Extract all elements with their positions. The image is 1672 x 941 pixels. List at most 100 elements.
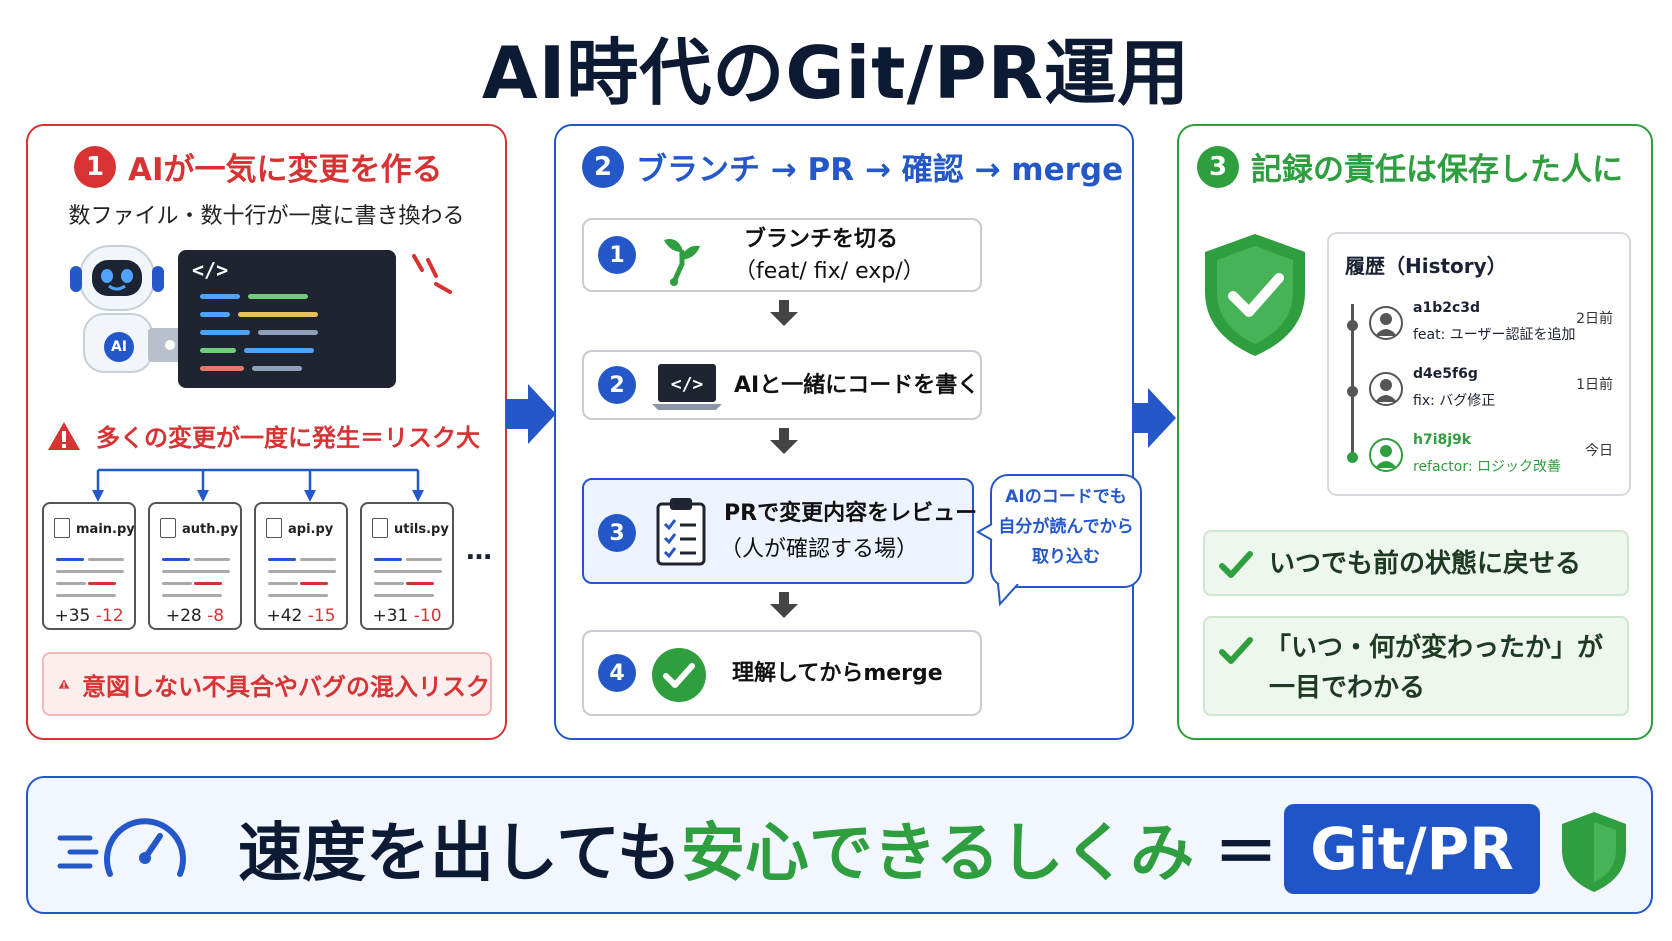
bubble-line: 自分が読んでから: [998, 517, 1134, 537]
avatar: [1369, 372, 1403, 406]
file-icon: [372, 518, 388, 538]
panel1-heading: 1 AIが一気に変更を作る: [74, 144, 443, 189]
benefit-text: 「いつ・何が変わったか」が: [1265, 633, 1604, 663]
branch-icon: [664, 239, 700, 286]
risk-warning-text: 多くの変更が一度に発生＝リスク大: [96, 424, 480, 452]
file-name: api.py: [288, 522, 334, 537]
commit-message: refactor: ロジック改善: [1413, 459, 1561, 475]
file-name: utils.py: [394, 522, 449, 537]
warning-icon: [58, 679, 70, 689]
bug-risk-box: 意図しない不具合やバグの混入リスク: [42, 652, 492, 716]
additions: +28: [165, 606, 202, 626]
panel2-heading: 2 ブランチ → PR → 確認 → merge: [582, 144, 1123, 189]
commit-message: feat: ユーザー認証を追加: [1413, 327, 1576, 343]
step-create-branch: 1 ブランチを切る （feat/ fix/ exp/）: [582, 218, 982, 292]
file-connector: [92, 468, 424, 502]
panel1-number: 1: [74, 145, 116, 188]
code-tag: </>: [192, 258, 229, 282]
step-number: 2: [598, 366, 636, 404]
step-title: AIと一緒にコードを書く: [734, 373, 980, 398]
checklist-icon: [656, 498, 706, 566]
bubble-tail: [976, 523, 993, 541]
deletions: -12: [95, 606, 124, 626]
warning-icon: [48, 421, 80, 450]
benefit-text: いつでも前の状態に戻せる: [1269, 549, 1582, 579]
history-card: 履歴（History） a1b2c3d feat: ユーザー認証を追加 2日前 …: [1327, 232, 1631, 496]
step-subtitle: （人が確認する場）: [720, 537, 919, 562]
file-card: api.py +42 -15: [254, 502, 348, 630]
panel-branch-flow: 2 ブランチ → PR → 確認 → merge 1 ブランチを切る （feat…: [554, 124, 1142, 740]
step-pr-review: 3 PRで変更内容をレビュー （人が確認する場）: [582, 478, 978, 584]
panel3-heading: 3 記録の責任は保存した人に: [1197, 144, 1623, 189]
summary-part1: 速度を出しても: [238, 817, 681, 891]
review-note-bubble: AIのコードでも 自分が読んでから 取り込む: [990, 474, 1142, 588]
summary-text: 速度を出しても安心できるしくみ: [238, 802, 1194, 894]
bubble-line: AIのコードでも: [1005, 487, 1127, 507]
panel-ai-changes: 1 AIが一気に変更を作る 数ファイル・数十行が一度に書き換わる AI </>: [26, 124, 507, 740]
step-number: 1: [598, 236, 636, 274]
commit-message: fix: バグ修正: [1413, 393, 1496, 409]
down-arrow: [770, 300, 798, 326]
commit-time: 2日前: [1576, 311, 1613, 327]
bug-risk-text: 意図しない不具合やバグの混入リスク: [82, 672, 490, 701]
file-icon: [160, 518, 176, 538]
history-title: 履歴（History）: [1345, 254, 1507, 278]
benefit-text: 一目でわかる: [1269, 673, 1426, 703]
step-title: PRで変更内容をレビュー: [724, 501, 978, 526]
avatar: [1369, 438, 1403, 472]
page-title: AI時代のGit/PR運用: [481, 31, 1191, 115]
svg-text:</>: </>: [671, 374, 704, 395]
additions: +31: [372, 606, 409, 626]
git-pr-badge: Git/PR: [1284, 804, 1540, 894]
down-arrow: [770, 428, 798, 454]
panel1-heading-text: AIが一気に変更を作る: [128, 152, 443, 188]
flow-arrow-2: [1132, 388, 1176, 448]
file-card: utils.py +31 -10: [360, 502, 454, 630]
panel3-number: 3: [1197, 145, 1239, 188]
file-card: main.py +35 -12: [42, 502, 136, 630]
summary-part2: 安心できるしくみ: [680, 817, 1195, 891]
flow-arrow-1: [506, 384, 556, 444]
step-title: ブランチを切る: [744, 227, 899, 252]
step-title: 理解してからmerge: [732, 661, 943, 686]
bubble-line: 取り込む: [1032, 547, 1100, 567]
step-number: 3: [598, 514, 636, 552]
robot-icon: AI: [62, 238, 192, 378]
deletions: -8: [207, 606, 225, 626]
panel1-subtitle: 数ファイル・数十行が一度に書き換わる: [68, 204, 465, 229]
shield-icon: [1562, 812, 1626, 892]
ai-badge: AI: [104, 332, 134, 362]
file-icon: [266, 518, 282, 538]
alert-strokes-icon: [412, 254, 452, 294]
additions: +42: [266, 606, 303, 626]
check-circle-icon: [652, 648, 706, 702]
code-window: </>: [178, 250, 396, 388]
file-name: auth.py: [182, 522, 239, 537]
check-icon: [1219, 551, 1253, 578]
check-icon: [1219, 637, 1253, 664]
bubble-tail: [997, 584, 1019, 607]
panel-history: 3 記録の責任は保存した人に 履歴（History） a1b2c3d feat:…: [1177, 124, 1653, 740]
more-files: …: [466, 536, 492, 566]
file-card: auth.py +28 -8: [148, 502, 242, 630]
file-icon: [54, 518, 70, 538]
down-arrow: [770, 592, 798, 618]
panel2-number: 2: [582, 145, 624, 188]
commit-hash: a1b2c3d: [1413, 300, 1481, 316]
panel3-heading-text: 記録の責任は保存した人に: [1251, 152, 1623, 188]
deletions: -10: [413, 606, 442, 626]
speedometer-icon: [57, 818, 186, 877]
step-write-code: 2 </> AIと一緒にコードを書く: [582, 350, 982, 420]
equals-sign: ＝: [1214, 817, 1278, 891]
avatar: [1369, 306, 1403, 340]
step-subtitle: （feat/ fix/ exp/）: [734, 259, 925, 284]
summary-banner: 速度を出しても安心できるしくみ ＝ Git/PR: [26, 776, 1653, 914]
additions: +35: [54, 606, 91, 626]
step-number: 4: [598, 654, 636, 692]
panel2-heading-text: ブランチ → PR → 確認 → merge: [636, 152, 1124, 188]
laptop-code-icon: </>: [652, 364, 722, 410]
step-merge: 4 理解してからmerge: [582, 630, 982, 716]
benefit-traceable: 「いつ・何が変わったか」が 一目でわかる: [1203, 616, 1629, 716]
benefit-restore: いつでも前の状態に戻せる: [1203, 530, 1629, 596]
deletions: -15: [307, 606, 336, 626]
